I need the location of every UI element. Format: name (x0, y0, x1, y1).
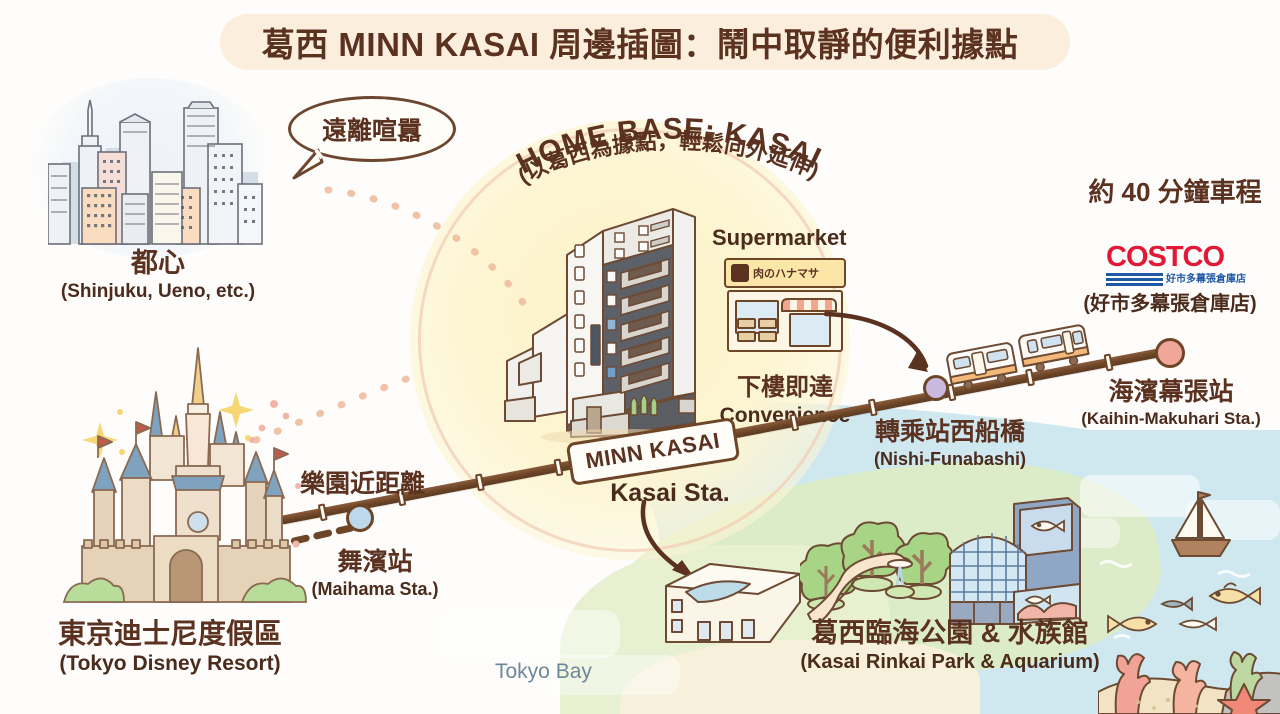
supermarket-storefront (727, 290, 843, 352)
label-rinkai-en: (Kasai Rinkai Park & Aquarium) (800, 651, 1100, 674)
rinkai-hotel-pool-illustration (665, 563, 801, 643)
costco-logo: COSTCO 好市多幕張倉庫店 (1106, 243, 1246, 286)
station-dot-nishi-funabashi[interactable] (923, 375, 949, 401)
label-kaihin-makuhari: 海濱幕張站 (Kaihin-Makuhari Sta.) (1058, 378, 1280, 429)
label-disney: 東京迪士尼度假區 (Tokyo Disney Resort) (10, 618, 330, 676)
label-rinkai-cn: 葛西臨海公園 & 水族館 (811, 618, 1089, 648)
costco-travel-time: 約 40 分鐘車程 (1088, 177, 1262, 207)
produce-box (758, 318, 777, 329)
label-maihama: 舞濱站 (Maihama Sta.) (280, 548, 470, 600)
supermarket-awning (781, 298, 837, 312)
label-city-center-cn: 都心 (131, 248, 185, 278)
label-maihama-cn: 舞濱站 (337, 548, 413, 576)
fish-icon (1107, 614, 1158, 634)
sand-speckles (1136, 698, 1198, 710)
arrow-supermarket-to-funabashi (823, 311, 929, 372)
park-trees-illustration (800, 521, 955, 620)
costco-name-cn: (好市多幕張倉庫店) (1083, 293, 1257, 315)
costco-wordmark: COSTCO (1106, 241, 1225, 273)
supermarket-group: Supermarket (712, 225, 882, 251)
disney-castle-illustration (62, 347, 307, 603)
label-kaihin-makuhari-cn: 海濱幕張站 (1108, 378, 1234, 406)
label-city-center-en: (Shinjuku, Ueno, etc.) (60, 281, 256, 303)
bay-foam-patches-left (440, 610, 680, 695)
costco-sub-wordmark: 好市多幕張倉庫店 (1163, 273, 1246, 286)
supermarket-store-name: 肉のハナマサ (753, 268, 819, 280)
train-illustration (946, 324, 1090, 390)
sailboat-icon (1171, 491, 1231, 557)
hotel-building-illustration (504, 208, 701, 445)
fish-icon (1178, 616, 1217, 632)
label-maihama-note: 樂園近距離 (300, 470, 426, 498)
label-nishi-funabashi-en: (Nishi-Funabashi) (874, 448, 1026, 469)
produce-box (758, 331, 777, 342)
speech-bubble-tail (292, 148, 324, 180)
supermarket-signboard: 肉のハナマサ (724, 258, 846, 288)
dotted-route-path (252, 186, 532, 444)
label-disney-cn: 東京迪士尼度假區 (57, 618, 282, 649)
page-title: 葛西 MINN KASAI 周邊插圖：鬧中取靜的便利據點 (261, 26, 1019, 63)
fish-icon (1208, 582, 1261, 606)
city-skyline-illustration (48, 99, 263, 245)
title-background-band (220, 14, 1070, 70)
supermarket-door (789, 313, 831, 347)
label-nishi-funabashi: 轉乘站西船橋 (Nishi-Funabashi) (845, 418, 1055, 470)
station-dot-kaihin-makuhari[interactable] (1155, 338, 1185, 368)
speech-bubble-quiet: 遠離喧囂 (288, 96, 456, 162)
fish-icon (1160, 596, 1193, 612)
supermarket-note-cn: 下樓即達 (737, 374, 833, 401)
starfish-icon (1217, 683, 1271, 714)
kasai-station-label: Kasai Sta. (610, 479, 730, 507)
label-rinkai: 葛西臨海公園 & 水族館 (Kasai Rinkai Park & Aquari… (780, 618, 1120, 674)
label-nishi-funabashi-cn: 轉乘站西船橋 (874, 418, 1025, 446)
aquarium-building-illustration (949, 497, 1081, 625)
label-tokyo-bay: Tokyo Bay (495, 660, 592, 683)
coral-icon (1114, 651, 1263, 714)
fish-icon (1024, 519, 1065, 606)
label-maihama-en: (Maihama Sta.) (311, 578, 439, 599)
produce-box (737, 318, 756, 329)
produce-box (737, 331, 756, 342)
home-base-heading-group: HOME BASE: KASAI (以葛西為據點，輕鬆向外延伸) (511, 113, 825, 189)
supermarket-heading: Supermarket (712, 225, 847, 250)
sea-life-illustration (1098, 491, 1280, 714)
costco-stripes-icon: 好市多幕張倉庫店 (1106, 273, 1246, 286)
supermarket-illustration: 肉のハナマサ (724, 258, 846, 356)
water-ripples (1099, 560, 1251, 640)
label-disney-en: (Tokyo Disney Resort) (59, 652, 281, 676)
speech-bubble-text: 遠離喧囂 (321, 117, 422, 145)
label-kaihin-makuhari-en: (Kaihin-Makuhari Sta.) (1081, 408, 1261, 428)
supermarket-logo-icon (731, 264, 749, 282)
station-dot-maihama[interactable] (346, 504, 374, 532)
